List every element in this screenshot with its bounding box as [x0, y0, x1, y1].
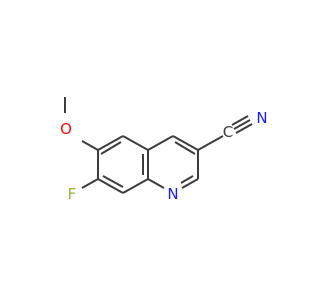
bond-c4a-c5 [122, 135, 149, 151]
bond-c5-c6 [97, 135, 124, 151]
atom-label-nitrile-carbon: C [223, 123, 233, 141]
bond-n1-c8a [147, 178, 165, 189]
atom-label-ring-nitrogen: N [167, 185, 178, 203]
bond-c8-c8a [122, 178, 149, 194]
bond-c4-c3 [172, 135, 199, 151]
bond-c4-c3-inner [174, 141, 196, 155]
bond-cn-triple-2 [231, 115, 249, 126]
bond-c2-n1 [181, 178, 199, 189]
bond-cn-triple-1 [233, 119, 251, 130]
bond-c6-o [81, 140, 99, 151]
bond-c3-cn [197, 135, 224, 151]
bond-c7-f [81, 178, 99, 189]
atom-label-methoxy-oxygen: O [60, 120, 72, 138]
bond-c2-n1-inner [180, 175, 194, 184]
bond-c5-c6-inner [100, 141, 122, 155]
atom-label-fluorine: F [68, 185, 77, 203]
bond-c4a-c4 [147, 135, 174, 151]
bond-c7-c8-inner [102, 175, 124, 188]
atom-label-nitrile-nitrogen: N [256, 109, 267, 127]
quinoline-structure-diagram: N C N O F [60, 97, 268, 203]
bond-c7-c8 [97, 178, 124, 194]
bond-cn-triple-3 [235, 123, 253, 134]
